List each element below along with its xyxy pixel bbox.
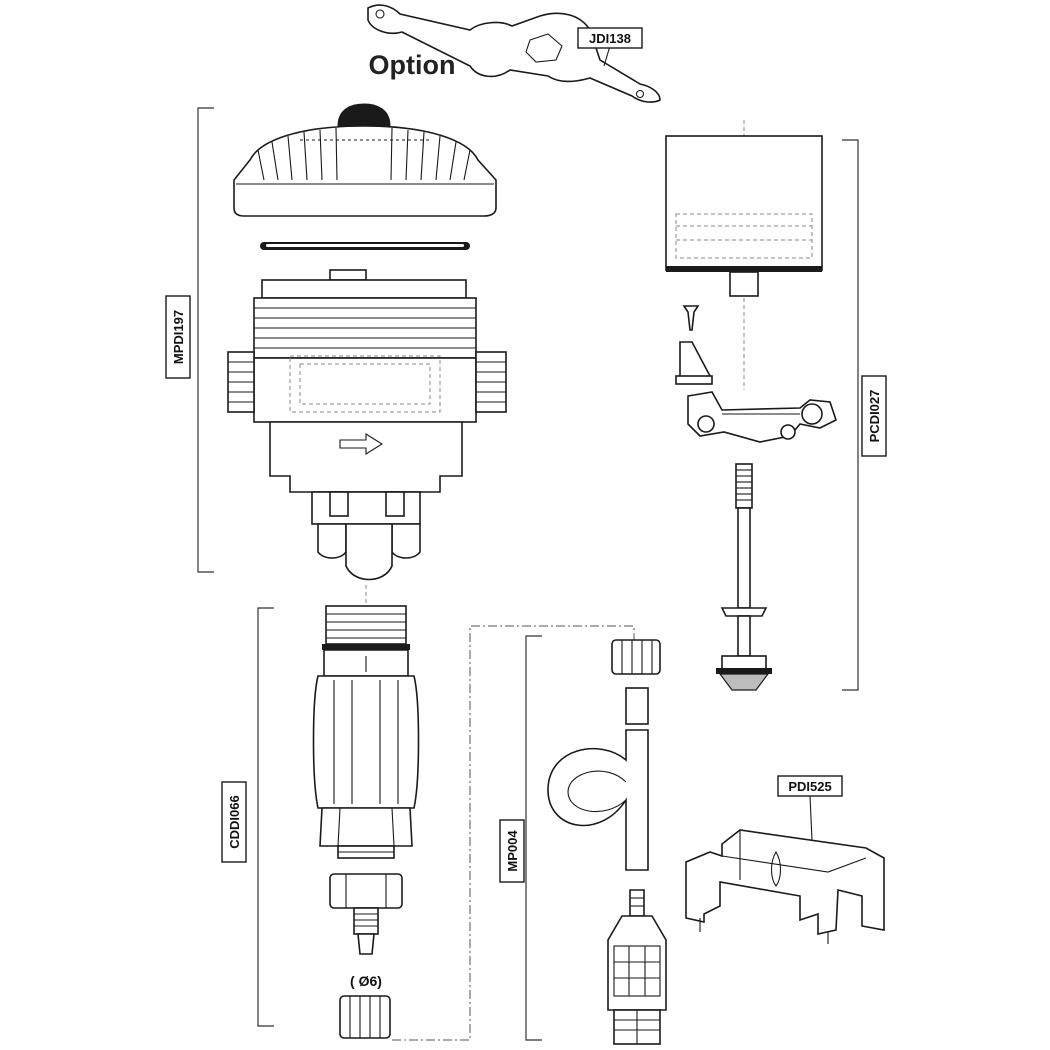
suction-kit: [547, 639, 667, 1045]
connector-line: [392, 625, 635, 1041]
bracket-mpdi197: MPDI197: [165, 107, 214, 573]
label-cddi066-text: CDDI066: [227, 795, 242, 848]
option-title: Option: [369, 50, 456, 80]
wall-bracket: [685, 829, 885, 944]
small-nut: [339, 995, 391, 1039]
screw: [682, 305, 700, 331]
piston-housing: [665, 135, 823, 297]
check-valve: [312, 605, 420, 859]
bracket-pcdi027: PCDI027: [842, 139, 887, 691]
label-mp004-text: MP004: [505, 830, 520, 872]
lever-assembly: [687, 391, 837, 443]
motor-body: [227, 269, 507, 581]
nut-fitting: [329, 873, 403, 955]
cam-bracket: [675, 341, 713, 385]
label-pdi525: PDI525: [777, 775, 843, 841]
label-jdi138-text: JDI138: [589, 31, 631, 46]
label-pcdi027-text: PCDI027: [867, 390, 882, 443]
piston-rod: [716, 463, 772, 691]
label-mpdi197-text: MPDI197: [171, 310, 186, 364]
diameter-note: ( Ø6): [350, 973, 382, 989]
label-pdi525-text: PDI525: [788, 779, 831, 794]
bracket-mp004: MP004: [499, 635, 542, 1041]
o-ring: [260, 242, 470, 250]
motor-cap: [233, 103, 497, 217]
bracket-cddi066: CDDI066: [221, 607, 274, 1027]
label-jdi138: JDI138: [577, 27, 643, 67]
